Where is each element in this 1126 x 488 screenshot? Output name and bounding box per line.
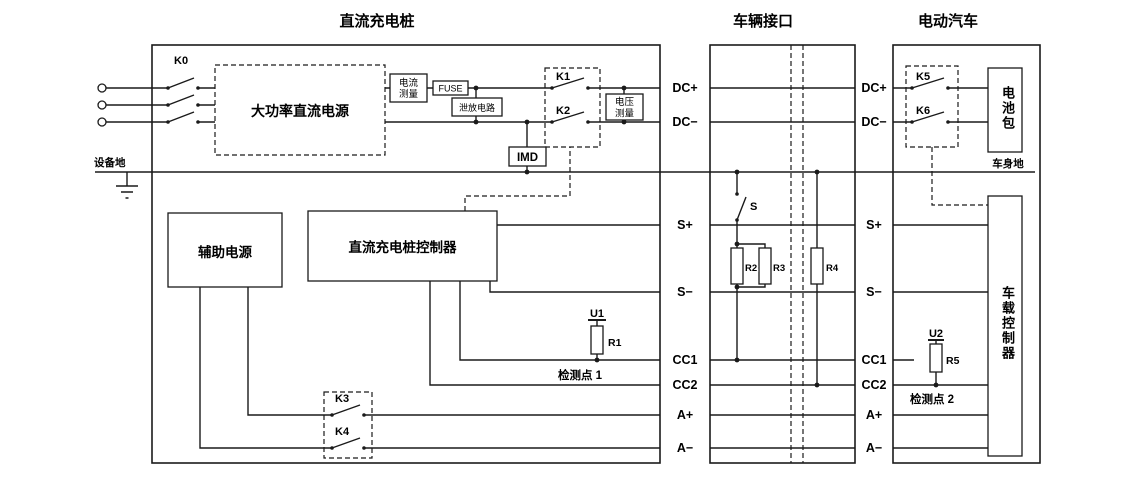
label-imd: IMD	[517, 152, 538, 164]
label-u2: U2	[929, 328, 943, 340]
title-dc-charging-pile: 直流充电桩	[339, 12, 414, 30]
label-checkpoint-2: 检测点 2	[910, 392, 954, 406]
wire-interface-resistor-chain	[736, 172, 818, 385]
label-equipment-ground: 设备地	[94, 156, 126, 169]
pin-label: CC2	[861, 378, 886, 392]
control-linkage-dashed	[464, 147, 988, 211]
box-pile-controller	[307, 210, 498, 282]
label-k4: K4	[335, 426, 350, 438]
box-battery-pack	[987, 67, 1023, 153]
pin-label: DC+	[672, 81, 697, 95]
label-voltage-measure-1: 电压	[615, 96, 635, 108]
voltage-node-underlines	[588, 319, 944, 341]
label-power-supply: 大功率直流电源	[251, 103, 349, 119]
pin-label: A+	[677, 408, 693, 422]
box-discharge-circuit	[451, 97, 503, 117]
resistor-r3	[758, 247, 772, 285]
pin-label: CC1	[861, 353, 886, 367]
label-current-measure-1: 电流	[399, 77, 419, 89]
pin-label: DC+	[861, 81, 886, 95]
label-voltage-measure-2: 测量	[615, 109, 635, 120]
earth-ground-symbol	[116, 172, 138, 199]
resistor-r1	[590, 325, 604, 355]
label-pile-controller: 直流充电桩控制器	[349, 239, 457, 255]
pin-label: CC1	[672, 353, 697, 367]
label-battery-pack: 电池包	[1000, 86, 1015, 131]
label-current-measure-2: 测量	[399, 89, 419, 100]
box-vehicle-interface	[709, 44, 856, 464]
label-checkpoint-1: 检测点 1	[558, 368, 603, 382]
title-electric-vehicle: 电动汽车	[918, 12, 978, 30]
label-vehicle-controller: 车载控制器	[1000, 286, 1015, 361]
wire-a-plus	[247, 287, 988, 416]
label-k3: K3	[335, 393, 349, 405]
label-k0: K0	[174, 55, 188, 67]
label-body-ground: 车身地	[992, 157, 1024, 170]
pin-label: A−	[866, 441, 882, 455]
pin-label: S−	[866, 285, 882, 299]
box-fuse	[432, 80, 469, 96]
switch-contact-dots	[166, 86, 950, 450]
resistor-r4	[810, 247, 824, 285]
box-current-measurement	[389, 73, 428, 103]
box-imd	[508, 146, 547, 167]
pin-label: S+	[866, 218, 882, 232]
wire-cc1	[459, 281, 914, 361]
wire-s-minus	[489, 281, 988, 293]
label-k6: K6	[916, 105, 930, 117]
pin-labels-vehicle-side: DC+ DC− S+ S− CC1 CC2 A+ A−	[861, 81, 886, 455]
label-r5: R5	[946, 355, 960, 367]
pin-label: DC−	[861, 115, 886, 129]
box-electric-vehicle	[892, 44, 1041, 464]
relay-box-k1k2	[544, 67, 601, 148]
pin-label: S−	[677, 285, 693, 299]
pin-label: A+	[866, 408, 882, 422]
label-r1: R1	[608, 337, 622, 349]
box-dc-charging-pile	[151, 44, 661, 464]
resistor-r5	[929, 343, 943, 373]
pin-label: S+	[677, 218, 693, 232]
label-switch-s: S	[750, 201, 757, 213]
ac-input-terminals	[97, 83, 107, 127]
label-k1: K1	[556, 71, 570, 83]
label-fuse: FUSE	[438, 84, 462, 94]
connector-mating-dashed-lines	[790, 45, 804, 463]
label-r4: R4	[826, 263, 839, 274]
label-r2: R2	[745, 263, 757, 274]
box-power-supply	[214, 64, 386, 156]
pin-labels-pile-side: DC+ DC− S+ S− CC1 CC2 A+ A−	[672, 81, 697, 455]
label-k5: K5	[916, 71, 930, 83]
wires	[95, 87, 1035, 449]
pin-label: DC−	[672, 115, 697, 129]
wire-cc2	[429, 281, 988, 386]
box-aux-power	[167, 212, 283, 288]
resistor-r2	[730, 247, 744, 285]
label-aux-power: 辅助电源	[198, 244, 252, 260]
junction-dots	[473, 85, 939, 388]
relay-box-k3k4	[323, 391, 373, 459]
switch-blades	[167, 77, 945, 449]
pin-label: CC2	[672, 378, 697, 392]
title-vehicle-interface: 车辆接口	[733, 12, 793, 30]
label-r3: R3	[773, 263, 785, 274]
wire-a-minus	[199, 287, 988, 449]
label-discharge-circuit: 泄放电路	[459, 102, 495, 113]
box-vehicle-controller	[987, 195, 1023, 457]
relay-box-k5k6	[905, 65, 959, 148]
wire-ac-input	[106, 104, 215, 123]
pin-label: A−	[677, 441, 693, 455]
label-u1: U1	[590, 308, 604, 320]
label-k2: K2	[556, 105, 570, 117]
